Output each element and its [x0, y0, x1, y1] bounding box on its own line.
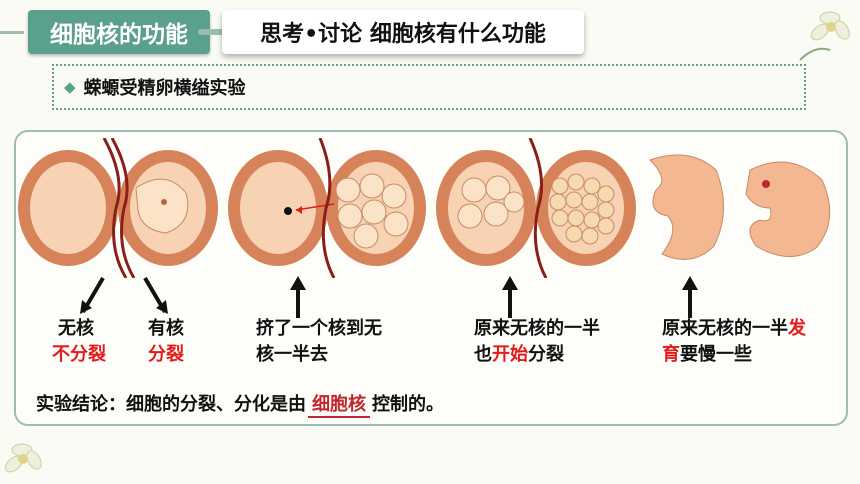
- section-title: 细胞核的功能: [28, 10, 210, 54]
- start-text: 开始: [492, 344, 528, 365]
- label-squeeze: 挤了一个核到无 核一半去: [256, 316, 382, 368]
- arrow-icon-1: [80, 276, 105, 314]
- division-text: 分裂: [148, 344, 184, 365]
- divide-text: 分裂: [528, 344, 564, 365]
- diamond-icon: ◆: [64, 78, 76, 96]
- conclusion: 实验结论：细胞的分裂、分化是由细胞核控制的。: [36, 390, 444, 418]
- flower-decoration-bottom-left: [4, 443, 42, 473]
- conclusion-answer: 细胞核: [308, 390, 370, 418]
- conclusion-suffix: 控制的。: [372, 394, 444, 415]
- no-nucleus-text: 无核: [58, 318, 94, 339]
- flower-decoration-top-right: [799, 11, 850, 61]
- section-title-text: 细胞核的功能: [50, 22, 188, 48]
- arrow-icon-5: [682, 276, 698, 318]
- label-no-nucleus: 无核 不分裂: [52, 316, 106, 368]
- orig-no-nucleus-text: 原来无核的一半: [474, 318, 600, 339]
- topic-title-text: 思考•讨论 细胞核有什么功能: [260, 22, 546, 47]
- develop-red-2: 育: [662, 344, 680, 365]
- develop-rest-text: 要慢一些: [680, 344, 752, 365]
- no-division-text: 不分裂: [52, 344, 106, 365]
- arrow-icon-2: [143, 276, 168, 314]
- arrow-icon-3: [290, 276, 306, 318]
- squeeze-text-2: 核一半去: [256, 344, 328, 365]
- egg-figure-2: [228, 138, 426, 278]
- arrow-icon-4: [502, 276, 518, 318]
- egg-figure-1: [18, 138, 218, 278]
- label-with-nucleus: 有核 分裂: [148, 316, 184, 368]
- label-slow-development: 原来无核的一半发 育要慢一些: [662, 316, 806, 368]
- subtitle-text: 蝾螈受精卵横缢实验: [83, 78, 246, 99]
- with-nucleus-text: 有核: [148, 318, 184, 339]
- squeeze-text-1: 挤了一个核到无: [256, 318, 382, 339]
- develop-prefix-text: 原来无核的一半: [662, 318, 788, 339]
- egg-figure-3: [436, 138, 636, 278]
- embryo-figure: [649, 154, 831, 260]
- header-decoration-line: [0, 31, 24, 34]
- develop-red-1: 发: [788, 318, 806, 339]
- title-connector: [198, 29, 234, 35]
- topic-title: 思考•讨论 细胞核有什么功能: [222, 10, 584, 54]
- subtitle-box: ◆ 蝾螈受精卵横缢实验: [52, 64, 806, 110]
- conclusion-prefix: 实验结论：细胞的分裂、分化是由: [36, 394, 306, 415]
- also-text: 也: [474, 344, 492, 365]
- label-start-dividing: 原来无核的一半 也开始分裂: [474, 316, 600, 368]
